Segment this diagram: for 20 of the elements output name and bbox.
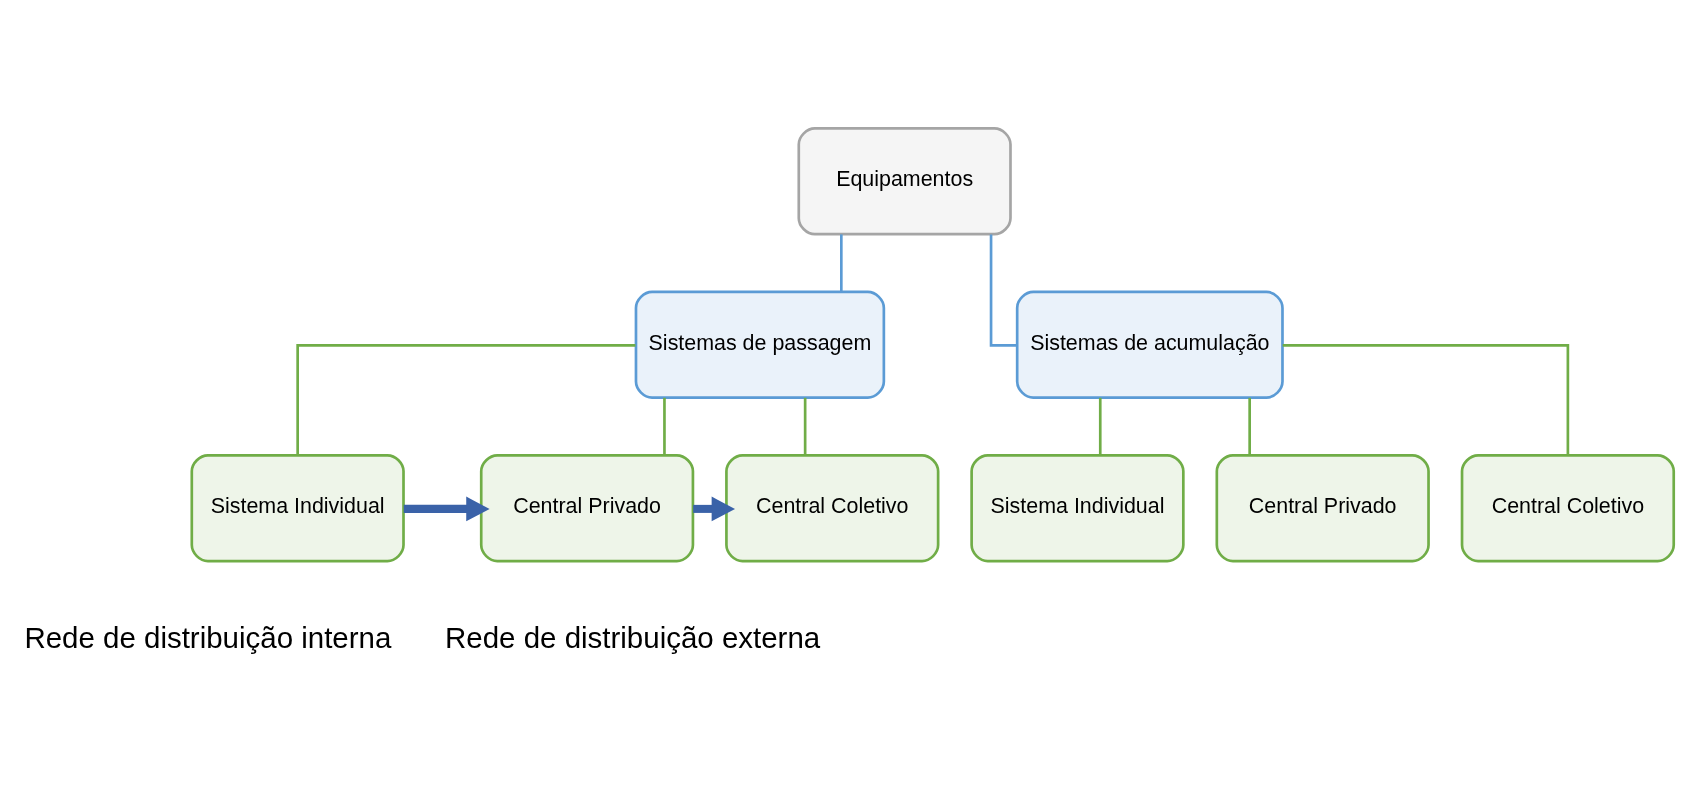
arrow <box>693 496 736 522</box>
node-box: Sistemas de acumulação <box>1015 290 1284 399</box>
label: Rede de distribuição externa <box>445 620 821 654</box>
node-box: Central Privado <box>1215 453 1430 563</box>
label: Rede de distribuição interna <box>24 620 392 654</box>
connector <box>663 397 666 455</box>
node-box: Sistema Individual <box>190 453 405 563</box>
node-box: Sistema Individual <box>970 453 1185 563</box>
connector <box>1098 397 1102 455</box>
connector <box>296 344 636 455</box>
node-box: Central Coletivo <box>1460 453 1676 563</box>
connector <box>803 397 807 455</box>
connector <box>1248 397 1251 455</box>
node-box: Sistemas de passagem <box>634 290 886 399</box>
connector <box>840 234 843 292</box>
arrow <box>403 496 490 522</box>
connector <box>1282 344 1570 455</box>
node-box: Central Coletivo <box>725 453 940 563</box>
node-box: Equipamentos <box>797 127 1012 236</box>
node-box: Central Privado <box>479 453 695 563</box>
